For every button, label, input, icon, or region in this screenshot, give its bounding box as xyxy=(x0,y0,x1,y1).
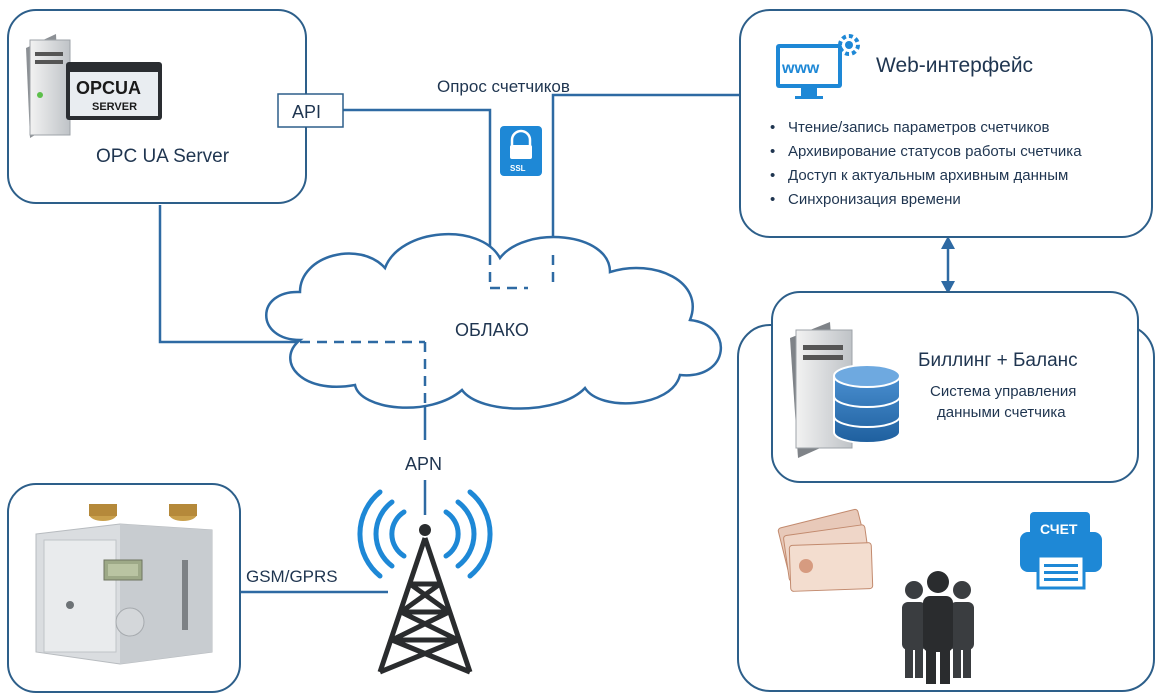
server-icon xyxy=(26,34,71,138)
gsm-label: GSM/GPRS xyxy=(246,567,338,586)
api-label: API xyxy=(292,102,321,122)
web-interface-box: www Web-интерфейс • Чтение/запись параме… xyxy=(739,9,1153,238)
database-icon xyxy=(833,364,901,444)
radio-tower-icon xyxy=(357,489,493,675)
www-label: www xyxy=(781,60,820,77)
cloud-label: ОБЛАКО xyxy=(455,320,529,340)
billing-subtitle-line1: Система управления xyxy=(930,383,1076,400)
feature-item: Доступ к актуальным архивным данным xyxy=(788,167,1068,184)
svg-text:•: • xyxy=(770,143,775,160)
monitor-www-icon: www xyxy=(776,44,842,99)
lock-icon: SSL xyxy=(500,126,542,176)
gas-meter-box xyxy=(7,483,241,693)
invoice-label: СЧЕТ xyxy=(1040,521,1078,537)
svg-text:•: • xyxy=(770,191,775,208)
gear-icon xyxy=(838,34,860,56)
opc-ua-logo: OPCUA SERVER xyxy=(66,62,162,120)
api-box xyxy=(277,93,344,128)
gas-meter-icon xyxy=(35,504,213,665)
svg-text:•: • xyxy=(770,167,775,184)
apn-label: APN xyxy=(405,454,442,474)
feature-item: Синхронизация времени xyxy=(788,191,961,208)
web-line xyxy=(551,93,740,288)
billing-outer-box: Биллинг + Баланс Система управления данн… xyxy=(737,291,1155,692)
opc-logo-line2: SERVER xyxy=(92,101,137,113)
svg-text:•: • xyxy=(770,119,775,136)
polling-label: Опрос счетчиков xyxy=(437,77,570,96)
people-icon xyxy=(902,571,974,684)
opc-logo-line1: OPCUA xyxy=(76,78,141,98)
printer-icon: СЧЕТ xyxy=(1020,512,1102,590)
money-icon xyxy=(777,508,874,592)
opc-server-title: OPC UA Server xyxy=(96,146,230,167)
cloud-icon xyxy=(265,232,723,410)
feature-list: • Чтение/запись параметров счетчиков • А… xyxy=(770,119,1082,208)
feature-item: Архивирование статусов работы счетчика xyxy=(788,143,1082,160)
billing-subtitle-line2: данными счетчика xyxy=(937,404,1066,421)
ssl-label: SSL xyxy=(510,164,526,173)
web-title: Web-интерфейс xyxy=(876,54,1033,77)
feature-item: Чтение/запись параметров счетчиков xyxy=(788,119,1050,136)
billing-title: Биллинг + Баланс xyxy=(918,350,1078,371)
opc-server-box: OPCUA SERVER OPC UA Server API xyxy=(7,9,344,204)
